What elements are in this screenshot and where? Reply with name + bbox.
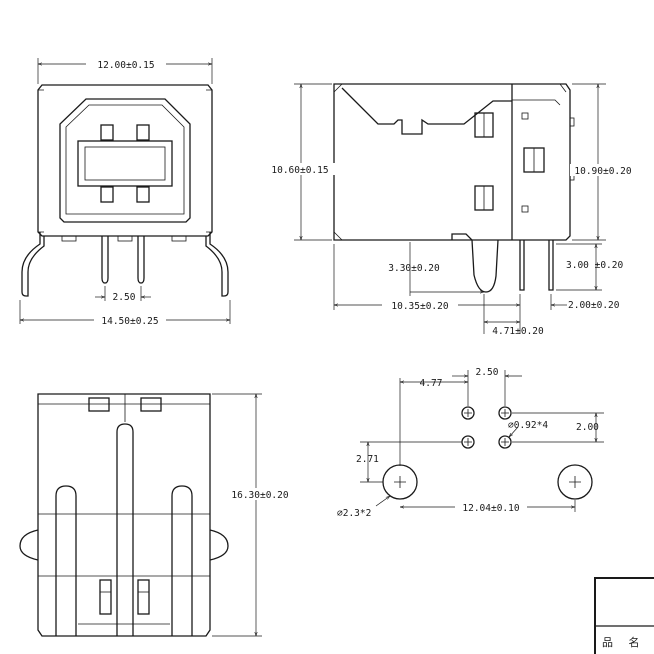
title-block-name-label: 品 名 xyxy=(602,635,646,649)
right-mount-leg xyxy=(205,232,229,297)
boss-hole-label: ∅2.3*2 xyxy=(337,508,371,519)
standoff-3 xyxy=(171,235,187,242)
front-pin-2 xyxy=(137,236,145,284)
dim-body-depth: 10.35±0.20 xyxy=(391,301,448,312)
pin-hole-label: ∅0.92*4 xyxy=(508,420,548,431)
port-inner xyxy=(65,104,185,215)
standoff-2 xyxy=(117,235,133,242)
contact-top-left xyxy=(100,124,114,141)
contact-bottom-right xyxy=(136,186,150,203)
side-hole-top xyxy=(521,112,529,120)
center-slot xyxy=(116,423,134,636)
pin-hole-2 xyxy=(498,406,512,420)
bottom-tab-right xyxy=(140,397,162,412)
bottom-tab-left xyxy=(88,397,110,412)
dim-pitch-x: 2.50 xyxy=(476,367,499,378)
port-outer xyxy=(59,98,191,223)
bottom-pin-1 xyxy=(99,579,112,615)
dim-boss-spacing: 12.04±0.10 xyxy=(462,503,519,514)
left-slot xyxy=(55,485,77,636)
front-view: 12.00±0.15 2.50 14.50±0.25 xyxy=(19,58,231,327)
contact-top-right xyxy=(136,124,150,141)
side-view: 10.60±0.15 10.90±0.20 3.30±0.20 3.00 ±0.… xyxy=(266,83,636,337)
dim-height-left: 10.60±0.15 xyxy=(271,165,328,176)
bottom-bump-right xyxy=(209,529,229,561)
contact-bottom-left xyxy=(100,186,114,203)
dim-pin-length: 3.00 ±0.20 xyxy=(566,260,623,271)
side-body-outline xyxy=(333,83,571,241)
port-tongue-inner xyxy=(84,146,166,181)
dim-offset-x: 4.77 xyxy=(420,378,443,389)
pcb-layout: 4.77 2.50 2.00 ∅0.92*4 2.71 ∅2.3*2 12.04… xyxy=(337,367,604,519)
bottom-pin-2 xyxy=(137,579,150,615)
dim-leg-length: 3.30±0.20 xyxy=(388,263,440,274)
side-flange-top xyxy=(512,99,561,106)
dim-length: 16.30±0.20 xyxy=(231,490,288,501)
pin-hole-1 xyxy=(461,406,475,420)
left-mount-leg xyxy=(21,232,45,297)
title-block: 品 名 xyxy=(594,577,654,654)
front-pin-1 xyxy=(101,236,109,284)
dim-offset-y: 2.71 xyxy=(356,454,379,465)
standoff-1 xyxy=(61,235,77,242)
front-corner-marks xyxy=(38,89,212,233)
dim-pin-offset: 2.00±0.20 xyxy=(568,300,620,311)
bottom-body-outline xyxy=(37,393,211,637)
front-body-outline xyxy=(37,84,213,237)
side-pin-1 xyxy=(519,240,525,291)
bottom-bump-left xyxy=(19,529,39,561)
right-slot xyxy=(171,485,193,636)
boss-hole-right xyxy=(557,464,593,500)
bottom-view: 16.30±0.20 xyxy=(19,393,296,637)
dim-width-bottom: 14.50±0.25 xyxy=(101,316,158,327)
side-top-contour xyxy=(341,87,512,135)
side-mount-leg xyxy=(451,233,499,293)
side-pin-2 xyxy=(548,240,554,291)
dim-pitch-y: 2.00 xyxy=(576,422,599,433)
port-tongue xyxy=(77,140,173,187)
dim-pin-pitch: 2.50 xyxy=(113,292,136,303)
side-hole-bottom xyxy=(521,205,529,213)
dim-height-right: 10.90±0.20 xyxy=(574,166,631,177)
dim-leg-spacing: 4.71±0.20 xyxy=(492,326,544,337)
pin-hole-4 xyxy=(498,435,512,449)
dim-width-top: 12.00±0.15 xyxy=(97,60,154,71)
side-bump-1 xyxy=(569,117,575,127)
